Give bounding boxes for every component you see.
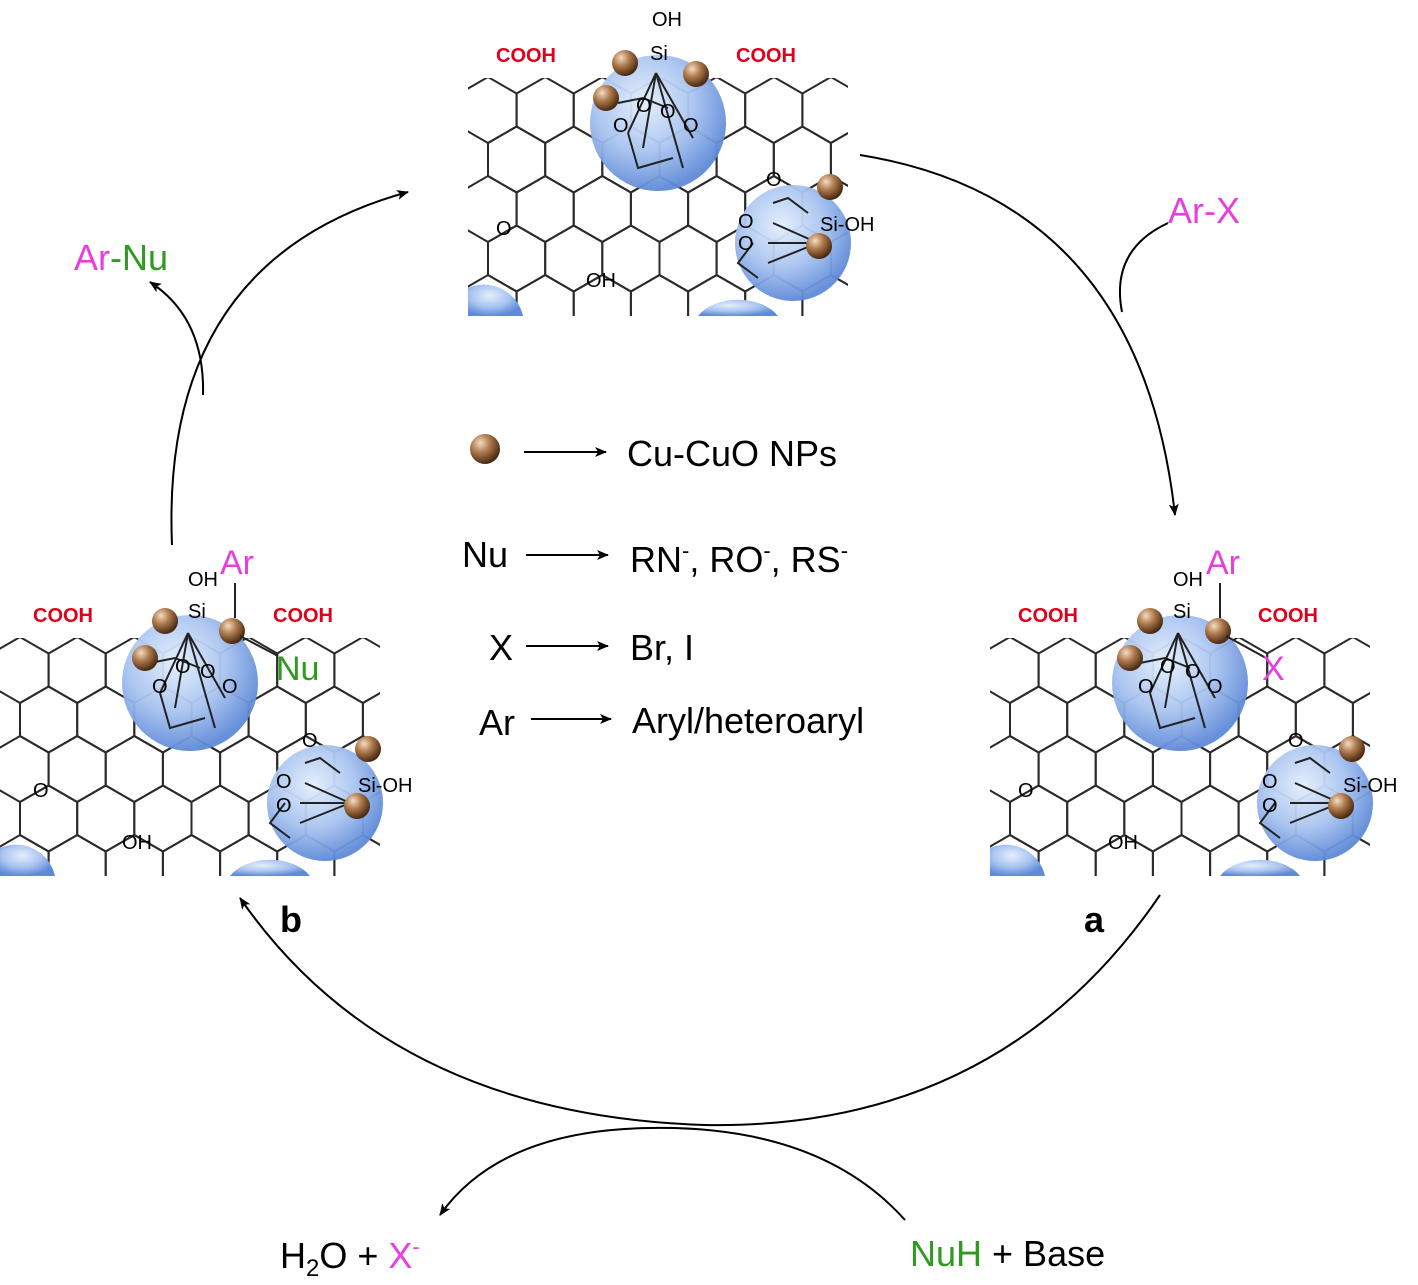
o-label: O bbox=[766, 169, 782, 191]
nanoparticle bbox=[219, 618, 245, 644]
o-label: O bbox=[175, 656, 191, 678]
o-label: O bbox=[152, 676, 168, 698]
legend: Cu-CuO NPs Nu RN-, RO-, RS- X Br, I Ar A… bbox=[462, 433, 864, 743]
si-oh-label: Si-OH bbox=[1343, 775, 1397, 797]
o-label: O bbox=[1160, 656, 1176, 678]
cooh-label: COOH bbox=[736, 45, 796, 67]
oh-label: OH bbox=[188, 569, 218, 591]
nanoparticle-icon bbox=[470, 434, 500, 464]
cycle-arrows bbox=[149, 154, 1179, 1221]
intermediate-b-ar: Ar bbox=[220, 544, 254, 582]
reagent-ar-x: Ar-X bbox=[1168, 190, 1240, 231]
o-label: O bbox=[1288, 730, 1304, 752]
nanoparticle bbox=[132, 645, 158, 671]
o-label: O bbox=[222, 676, 238, 698]
arrow-arx-entry bbox=[1118, 222, 1169, 313]
nanoparticle bbox=[344, 793, 370, 819]
arrow-top-to-a bbox=[859, 154, 1179, 516]
si-oh-label: Si-OH bbox=[358, 775, 412, 797]
legend-x-symbol: X bbox=[489, 627, 513, 668]
cooh-label: COOH bbox=[496, 45, 556, 67]
o-label: O bbox=[276, 795, 292, 817]
oh-label: OH bbox=[1173, 569, 1203, 591]
arrow-arnu-exit bbox=[149, 281, 205, 396]
o-label: O bbox=[660, 101, 676, 123]
o-label: O bbox=[200, 661, 216, 683]
o-label: O bbox=[1018, 780, 1034, 802]
nanoparticle bbox=[612, 50, 638, 76]
nanoparticle bbox=[152, 608, 178, 634]
nanoparticle bbox=[1339, 736, 1365, 762]
nanoparticle-group bbox=[132, 608, 381, 819]
nanoparticle bbox=[1137, 608, 1163, 634]
nanoparticle bbox=[1117, 645, 1143, 671]
product-ar-nu: Ar-Nu bbox=[74, 237, 168, 278]
oh-label: OH bbox=[1108, 832, 1138, 854]
legend-ar-value: Aryl/heteroaryl bbox=[632, 700, 864, 741]
o-label: O bbox=[1185, 661, 1201, 683]
oh-label: OH bbox=[652, 9, 682, 31]
o-label: O bbox=[33, 780, 49, 802]
legend-ar-symbol: Ar bbox=[479, 702, 515, 743]
label-a: a bbox=[1084, 899, 1105, 940]
si-label: Si bbox=[1173, 601, 1191, 623]
intermediate-a-x: X bbox=[1262, 650, 1285, 688]
intermediate-b-nu: Nu bbox=[276, 650, 319, 688]
o-label: O bbox=[738, 233, 754, 255]
cooh-label: COOH bbox=[1258, 605, 1318, 627]
cooh-label: COOH bbox=[1018, 605, 1078, 627]
o-label: O bbox=[1138, 676, 1154, 698]
arrow-nuh-to-h2o bbox=[439, 1126, 906, 1221]
legend-nu-values: RN-, RO-, RS- bbox=[630, 538, 848, 580]
arrow-b-to-top bbox=[170, 190, 409, 546]
o-label: O bbox=[496, 218, 512, 240]
o-label: O bbox=[636, 95, 652, 117]
nanoparticle bbox=[683, 61, 709, 87]
o-label: O bbox=[302, 730, 318, 752]
si-label: Si bbox=[188, 601, 206, 623]
nanoparticle-group bbox=[593, 50, 843, 259]
nanoparticle bbox=[1205, 618, 1231, 644]
o-label: O bbox=[1262, 795, 1278, 817]
reagent-nuh-base: NuH + Base bbox=[910, 1233, 1105, 1274]
o-label: O bbox=[276, 771, 292, 793]
label-b: b bbox=[280, 899, 302, 940]
o-label: O bbox=[1207, 676, 1223, 698]
o-label: O bbox=[683, 115, 699, 137]
o-label: O bbox=[738, 211, 754, 233]
cooh-label: COOH bbox=[33, 605, 93, 627]
legend-np-label: Cu-CuO NPs bbox=[627, 433, 837, 474]
nanoparticle bbox=[817, 174, 843, 200]
legend-nu-symbol: Nu bbox=[462, 534, 508, 575]
legend-x-value: Br, I bbox=[630, 627, 694, 668]
nanoparticle bbox=[593, 85, 619, 111]
catalyst-b: COOH COOH OH Si O O O O O O O Si-OH O OH… bbox=[0, 544, 420, 901]
nanoparticle bbox=[355, 736, 381, 762]
intermediate-a-ar: Ar bbox=[1206, 544, 1240, 582]
nanoparticle bbox=[1328, 793, 1354, 819]
oh-label: OH bbox=[586, 270, 616, 292]
catalyst-top: COOH COOH OH Si O O O O O O O Si-OH O OH bbox=[459, 9, 888, 341]
arrow-a-to-b bbox=[239, 894, 1161, 1127]
si-oh-label: Si-OH bbox=[820, 214, 874, 236]
o-label: O bbox=[1262, 771, 1278, 793]
o-label: O bbox=[613, 115, 629, 137]
nanoparticle bbox=[806, 233, 832, 259]
si-label: Si bbox=[650, 43, 668, 65]
cooh-label: COOH bbox=[273, 605, 333, 627]
catalyst-a: COOH COOH OH Si O O O O O O O Si-OH O OH… bbox=[981, 544, 1410, 901]
nanoparticle-group bbox=[1117, 608, 1365, 819]
byproduct-h2o-x: H2O + X- bbox=[280, 1234, 420, 1282]
oh-label: OH bbox=[122, 832, 152, 854]
